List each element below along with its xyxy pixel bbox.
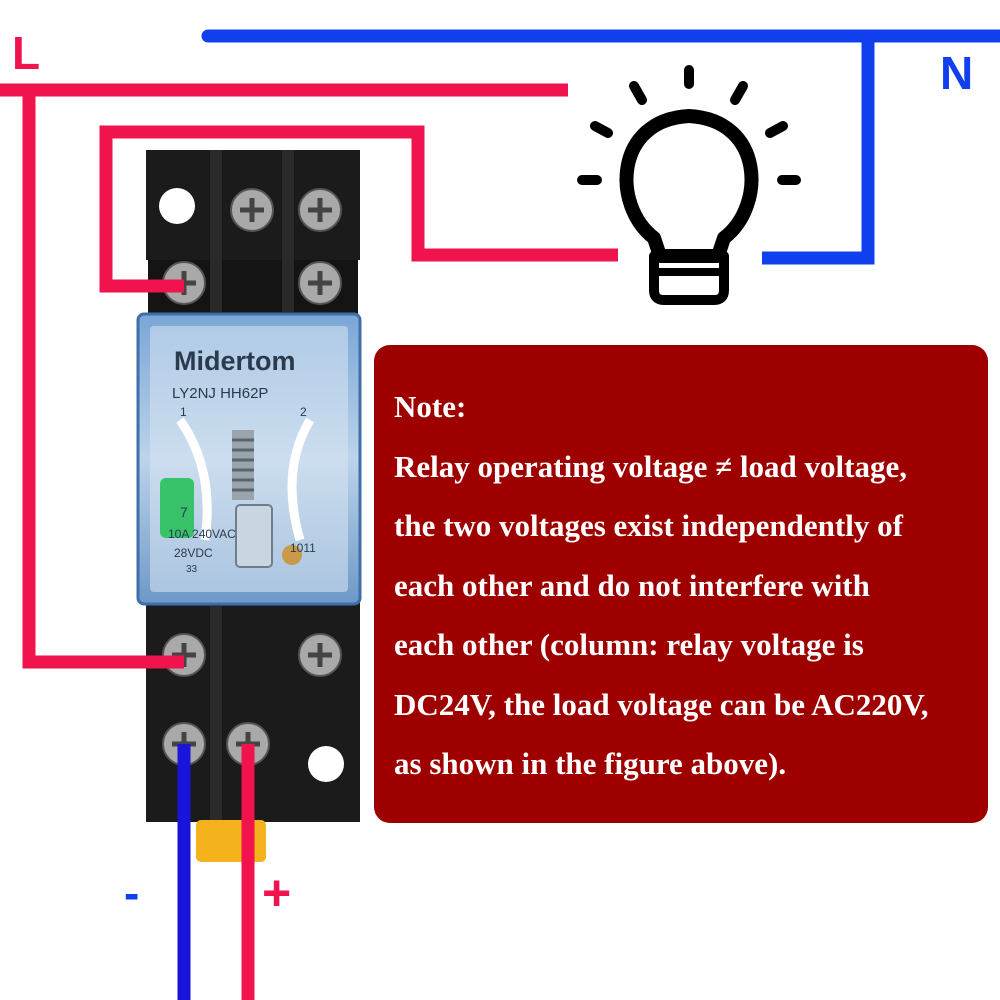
relay-model: LY2NJ HH62P — [172, 385, 268, 402]
screw-terminal-icon — [162, 633, 206, 677]
relay-pin-label: 33 — [186, 564, 198, 575]
light-bulb-icon — [577, 65, 801, 305]
note-line: DC24V, the load voltage can be AC220V, — [394, 686, 929, 722]
neutral-label: N — [940, 47, 974, 99]
screw-terminal-icon — [230, 188, 274, 232]
relay-module: Midertom LY2NJ HH62P 1 2 7 10A 240VAC 28… — [136, 312, 362, 606]
note-line: Relay operating voltage ≠ load voltage, — [394, 448, 907, 484]
live-wire-to-relay — [22, 90, 184, 669]
mount-hole-top — [159, 188, 195, 224]
note-heading: Note: — [394, 389, 467, 424]
note-line: the two voltages exist independently of — [394, 508, 903, 543]
note-line: as shown in the figure above). — [394, 746, 787, 781]
screw-terminal-icon — [298, 188, 342, 232]
neutral-wires — [177, 29, 1000, 1000]
note-box: Note: Relay operating voltage ≠ load vol… — [374, 345, 988, 823]
screw-terminal-icon — [298, 633, 342, 677]
negative-label: - — [124, 867, 140, 919]
neutral-wire-to-bulb — [762, 36, 875, 265]
relay-brand: Midertom — [174, 346, 296, 376]
relay-pin-label: 2 — [300, 405, 307, 419]
relay-pin-label: 7 — [180, 504, 188, 520]
live-label: L — [12, 27, 41, 79]
live-wires — [0, 83, 618, 1000]
note-line: each other and do not interfere with — [394, 567, 870, 603]
live-wire-to-bulb — [99, 125, 618, 293]
din-clip — [196, 820, 266, 862]
relay-rating: 10A 240VAC — [168, 527, 236, 541]
mount-hole-bottom — [308, 746, 344, 782]
relay-pin-label: 1 — [180, 405, 187, 419]
relay-contact-mark: 1011 — [290, 541, 316, 555]
positive-label: + — [262, 865, 292, 921]
note-line: each other (column: relay voltage is — [394, 627, 864, 662]
relay-coil-voltage: 28VDC — [174, 546, 213, 560]
screw-terminal-icon — [298, 261, 342, 305]
